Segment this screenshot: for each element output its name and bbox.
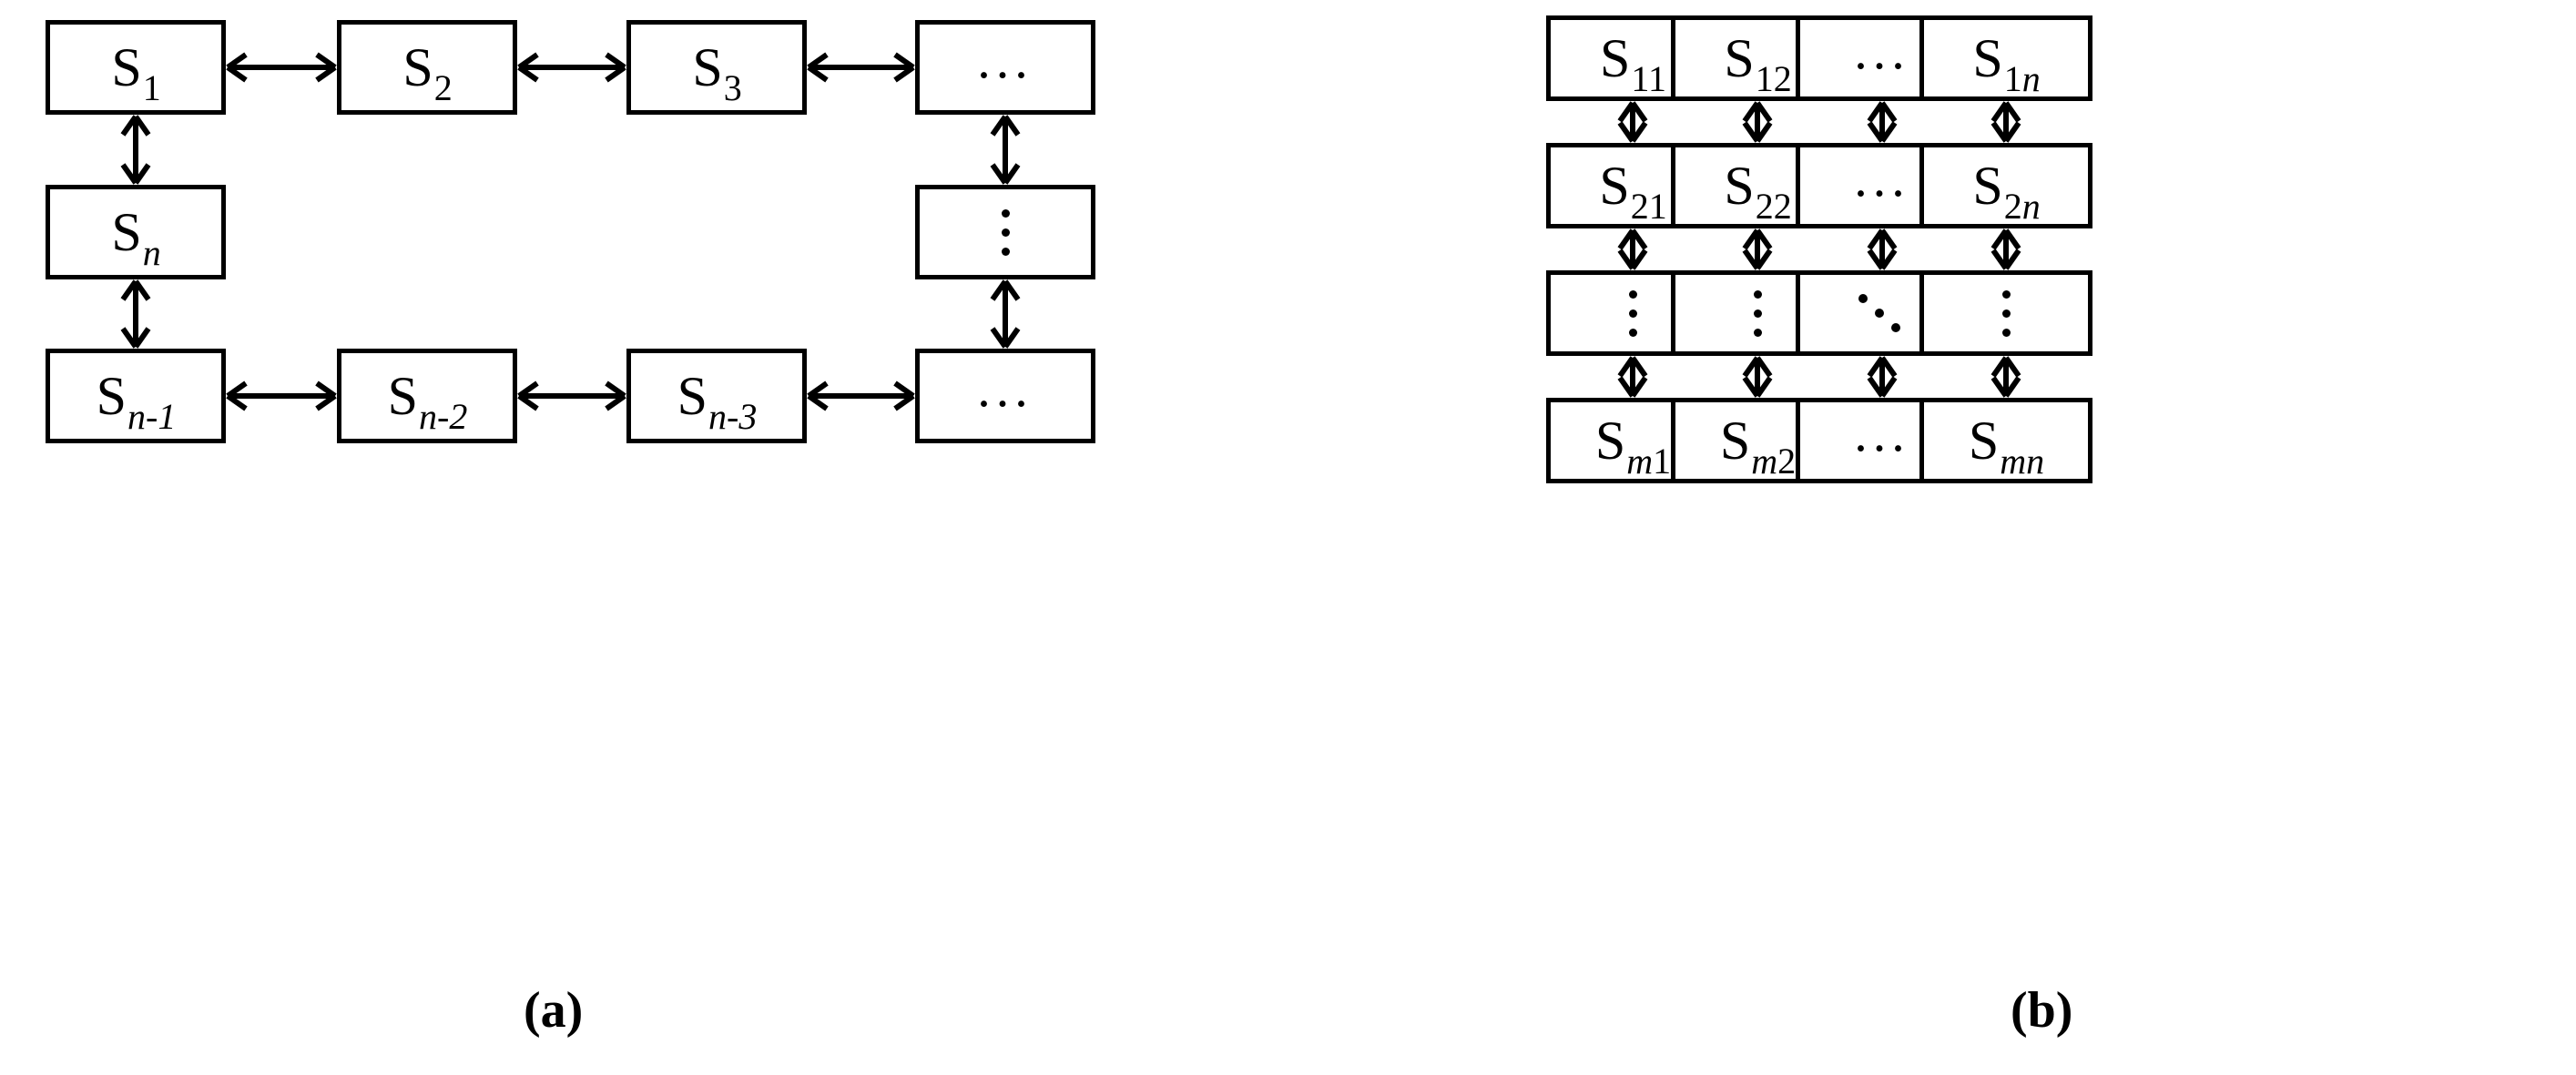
- node-label: S2n: [1972, 156, 2041, 227]
- node-a-r0c3-horizontal-ellipsis-icon: ...: [915, 20, 1095, 115]
- node-b-r0c3: S1n: [1919, 15, 2092, 101]
- link-a-r1c0-a-r2c0: [114, 279, 158, 349]
- node-a-r2c3-horizontal-ellipsis-icon: ...: [915, 349, 1095, 443]
- link-b-r0c3-b-r1c3: [1984, 101, 2028, 143]
- link-b-r2c1-b-r3c1: [1736, 356, 1779, 398]
- node-a-r2c2: Sn-3: [626, 349, 807, 443]
- node-b-r1c3: S2n: [1919, 143, 2092, 228]
- node-label: S11: [1600, 28, 1666, 99]
- link-b-r2c2-b-r3c2: [1860, 356, 1904, 398]
- node-b-r2c3-vertical-ellipsis-icon: [1919, 270, 2092, 356]
- link-a-r0c1-a-r0c2: [517, 46, 626, 89]
- link-b-r1c0-b-r2c0: [1611, 228, 1655, 270]
- node-label: Sm2: [1719, 411, 1797, 482]
- link-b-r1c3-b-r2c3: [1984, 228, 2028, 270]
- link-b-r0c1-b-r1c1: [1736, 101, 1779, 143]
- link-a-r0c0-a-r0c1: [226, 46, 337, 89]
- link-a-r0c2-a-r0c3: [807, 46, 915, 89]
- node-label: Sm1: [1594, 411, 1672, 482]
- node-b-r3c3: Smn: [1919, 398, 2092, 483]
- node-a-r2c0: Sn-1: [46, 349, 226, 443]
- link-a-r1c3-a-r2c3: [983, 279, 1027, 349]
- link-a-r2c0-a-r2c1: [226, 374, 337, 418]
- node-label: S3: [692, 37, 742, 108]
- link-a-r0c3-a-r1c3: [983, 115, 1027, 185]
- link-b-r2c0-b-r3c0: [1611, 356, 1655, 398]
- node-a-r0c0: S1: [46, 20, 226, 115]
- panel-b-caption: (b): [2011, 982, 2073, 1039]
- node-label: Sn-3: [677, 366, 758, 437]
- node-a-r0c1: S2: [337, 20, 517, 115]
- link-b-r2c3-b-r3c3: [1984, 356, 2028, 398]
- node-label: S1: [111, 37, 161, 108]
- node-a-r0c2: S3: [626, 20, 807, 115]
- node-label: Sn: [111, 202, 161, 273]
- node-label: S22: [1724, 156, 1792, 227]
- link-b-r0c0-b-r1c0: [1611, 101, 1655, 143]
- node-a-r2c1: Sn-2: [337, 349, 517, 443]
- node-label: S21: [1599, 156, 1667, 227]
- node-a-r1c3-vertical-ellipsis-icon: [915, 185, 1095, 279]
- node-label: S12: [1724, 28, 1792, 99]
- node-label: Sn-1: [96, 366, 177, 437]
- node-a-r1c0: Sn: [46, 185, 226, 279]
- link-a-r2c2-a-r2c3: [807, 374, 915, 418]
- link-b-r1c1-b-r2c1: [1736, 228, 1779, 270]
- node-label: S1n: [1972, 28, 2041, 99]
- link-a-r0c0-a-r1c0: [114, 115, 158, 185]
- node-label: Sn-2: [387, 366, 468, 437]
- link-b-r1c2-b-r2c2: [1860, 228, 1904, 270]
- node-label: Smn: [1968, 411, 2045, 482]
- link-a-r2c1-a-r2c2: [517, 374, 626, 418]
- node-label: S2: [402, 37, 453, 108]
- panel-a-caption: (a): [524, 982, 584, 1039]
- link-b-r0c2-b-r1c2: [1860, 101, 1904, 143]
